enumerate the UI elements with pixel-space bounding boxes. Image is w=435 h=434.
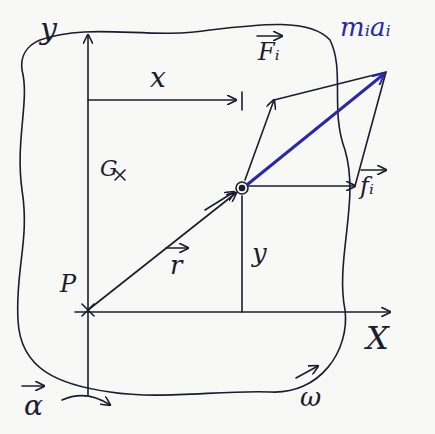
vector-label: r [170,252,182,278]
angular-vel-label: ω [300,384,321,410]
angular-accel-label: α [24,392,43,420]
axis-label: y [40,14,57,44]
point-label: G [100,158,118,180]
dimension-label: x [150,64,166,92]
point-label: P [60,272,76,296]
force-label: Fᵢ [258,40,279,64]
inertia-label: mᵢaᵢ [340,14,391,40]
force-label: fᵢ [360,174,374,198]
axis-label: X [366,322,389,354]
dimension-label: y [252,240,267,266]
